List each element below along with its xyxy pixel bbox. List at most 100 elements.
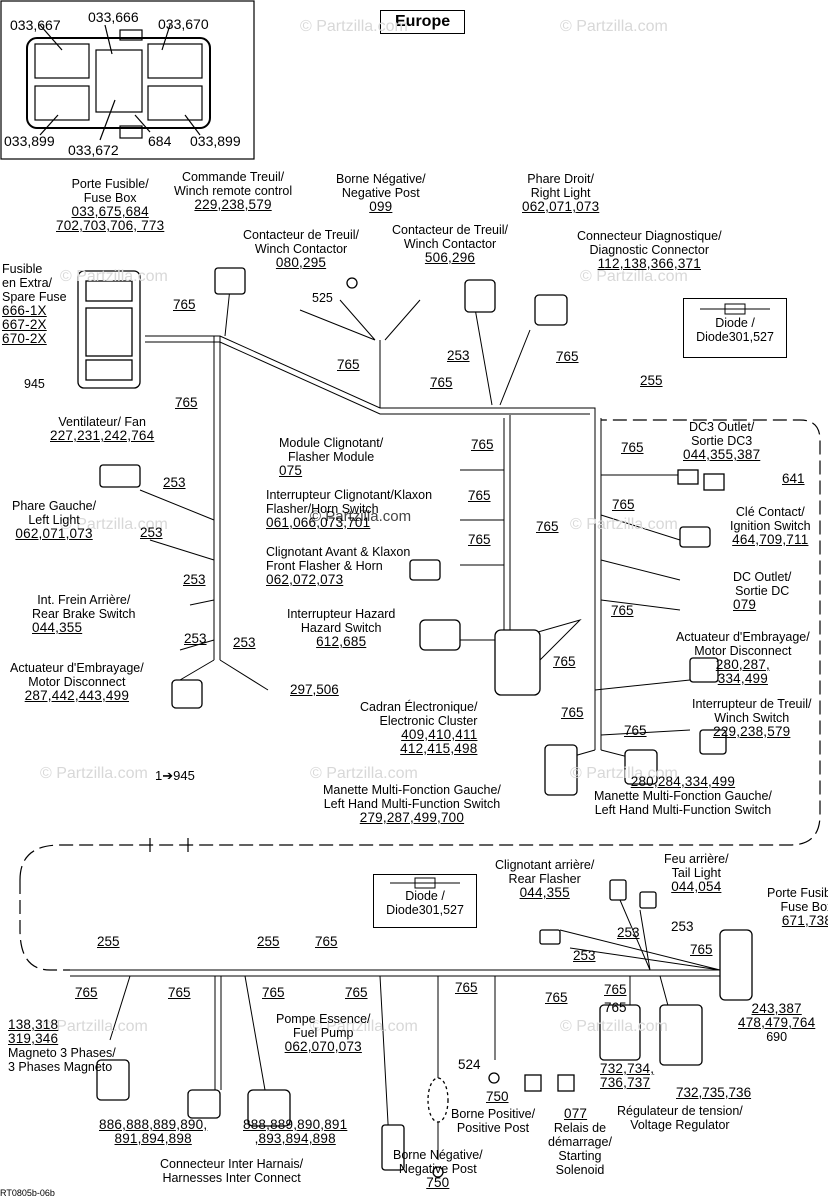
wire-label: 255 xyxy=(257,934,280,949)
watermark: © Partzilla.com xyxy=(310,1018,418,1035)
lh-switch-1-label: Manette Multi-Fonction Gauche/Left Hand … xyxy=(323,783,501,825)
watermark: © Partzilla.com xyxy=(300,18,408,35)
pos-post-label: Borne Positive/Positive Post xyxy=(451,1107,536,1135)
watermark: © Partzilla.com xyxy=(310,508,412,525)
inter-harness-pn1: 886,888,889,890,891,894,898 xyxy=(99,1117,208,1146)
wire-label: 765 xyxy=(604,1000,627,1015)
inter-harness-label: Connecteur Inter Harnais/Harnesses Inter… xyxy=(160,1157,304,1185)
wire-label: 765 xyxy=(553,654,576,669)
wire-label: 255 xyxy=(97,934,120,949)
wire-label: 765 xyxy=(536,519,559,534)
wire-label: 765 xyxy=(611,603,634,618)
wire-label: 253 xyxy=(183,572,206,587)
wire-label: 253 xyxy=(617,925,640,940)
watermark: © Partzilla.com xyxy=(40,765,148,782)
rear-fuse-box-label: Porte FusiblesFuse Box671,738 xyxy=(767,886,828,928)
wire-label: 765 xyxy=(455,980,478,995)
fuse-box-ref: 945 xyxy=(24,377,45,391)
inter-harness-pn2: 888,889,890,891,893,894,898 xyxy=(243,1117,348,1146)
inset-label: 033,666 xyxy=(88,9,139,25)
wire-label: 765 xyxy=(262,985,285,1000)
watermark: © Partzilla.com xyxy=(310,765,418,782)
diag-connector-label: Connecteur Diagnostique/Diagnostic Conne… xyxy=(577,229,722,271)
wire-label: 765 xyxy=(471,437,494,452)
inset-label: 684 xyxy=(148,133,172,149)
inset-frame xyxy=(0,0,255,160)
continuation-label: 1➔945 xyxy=(155,768,195,783)
wire-label: 765 xyxy=(468,532,491,547)
inset-fuse-box xyxy=(26,24,211,141)
watermark: © Partzilla.com xyxy=(560,1018,668,1035)
wire-label: 765 xyxy=(168,985,191,1000)
watermark: © Partzilla.com xyxy=(570,516,678,533)
watermark: © Partzilla.com xyxy=(60,268,168,285)
winch-contactor-1-ref: 525 xyxy=(312,291,333,305)
connector-glyphs xyxy=(77,267,753,1178)
wire-label: 253 xyxy=(140,525,163,540)
continuation-line xyxy=(19,419,821,881)
inset-label: 033,670 xyxy=(158,16,209,32)
wire-label: 253 xyxy=(184,631,207,646)
wire-label: 765 xyxy=(345,985,368,1000)
dc3-ref: 641 xyxy=(782,471,805,486)
wire-label: 765 xyxy=(690,942,713,957)
wire-label: 765 xyxy=(604,982,627,997)
wire-label: 255 xyxy=(640,373,663,388)
regulator-pn3: 732,735,736 xyxy=(676,1085,752,1100)
diode-top: Diode / Diode301,527 xyxy=(683,298,787,358)
wire-label: 765 xyxy=(175,395,198,410)
wire-label: 253 xyxy=(233,635,256,650)
wire-label: 765 xyxy=(621,440,644,455)
figure-code: RT0805b-06b xyxy=(0,1188,55,1198)
wire-label: 253 xyxy=(447,348,470,363)
pos-post-pn: 750 xyxy=(486,1089,509,1104)
wire-label: 765 xyxy=(337,357,360,372)
inset-label: 033,667 xyxy=(10,17,61,33)
regulator-label: Régulateur de tension/Voltage Regulator xyxy=(617,1104,743,1132)
connector-297-label: 297,506 xyxy=(290,682,339,697)
wire-label: 253 xyxy=(163,475,186,490)
regulator-pns: 732,734,736,737 xyxy=(600,1061,655,1090)
wire-label: 253 xyxy=(671,919,694,934)
wire-label: 253 xyxy=(573,948,596,963)
wire-label: 765 xyxy=(624,723,647,738)
wire-label: 765 xyxy=(612,497,635,512)
watermark: © Partzilla.com xyxy=(40,1018,148,1035)
watermark: © Partzilla.com xyxy=(570,765,678,782)
inset-label: 033,672 xyxy=(68,142,119,158)
diode-bottom: Diode / Diode301,527 xyxy=(373,874,477,928)
wire-label: 765 xyxy=(173,297,196,312)
wire-label: 765 xyxy=(315,934,338,949)
region-title: Europe xyxy=(380,10,466,34)
pos-post-ref: 524 xyxy=(458,1057,481,1072)
watermark: © Partzilla.com xyxy=(60,516,168,533)
watermark: © Partzilla.com xyxy=(580,268,688,285)
wire-label: 765 xyxy=(561,705,584,720)
